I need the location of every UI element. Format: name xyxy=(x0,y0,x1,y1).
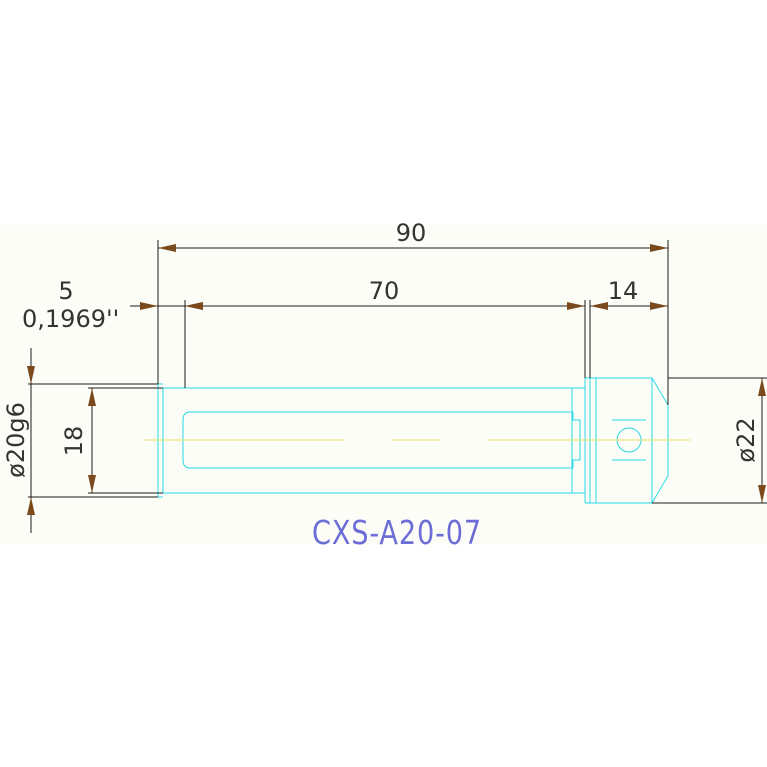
arrow-5 xyxy=(140,302,158,310)
part-number-label: CXS-A20-07 xyxy=(312,513,482,552)
arrow-18-top xyxy=(88,388,96,406)
dimension-slot-width: 18 xyxy=(60,387,163,494)
cross-hole-edge xyxy=(612,419,646,461)
arrow-22-bottom xyxy=(758,485,766,503)
dim-label-18: 18 xyxy=(60,426,88,457)
arrow-20-top xyxy=(27,366,35,384)
arrow-14-right xyxy=(650,302,668,310)
dim-label-70: 70 xyxy=(369,277,400,305)
arrow-90-left xyxy=(158,244,176,252)
arrow-18-bottom xyxy=(88,475,96,493)
dimension-head-length: 14 xyxy=(589,277,668,378)
dimension-main-length: 70 xyxy=(184,277,586,388)
arrow-90-right xyxy=(650,244,668,252)
dim-label-5: 5 xyxy=(58,277,73,305)
dim-label-90: 90 xyxy=(396,219,427,247)
dimension-head-diameter: ø22 xyxy=(652,377,767,504)
arrow-14-left xyxy=(590,302,608,310)
drawing-area xyxy=(0,225,767,545)
arrow-22-top xyxy=(758,378,766,396)
dim-label-20g6: ø20g6 xyxy=(2,402,30,478)
arrow-20-bottom xyxy=(27,497,35,515)
dim-label-5-inch: 0,1969'' xyxy=(22,305,119,333)
dim-label-22: ø22 xyxy=(732,417,760,462)
dimension-shank-diameter: ø20g6 xyxy=(2,348,158,533)
arrow-5-inner xyxy=(185,302,203,310)
pin-shank xyxy=(163,387,585,494)
arrow-70-right xyxy=(567,302,585,310)
dimension-offset: 5 0,1969'' xyxy=(22,277,203,333)
dim-label-14: 14 xyxy=(608,277,639,305)
